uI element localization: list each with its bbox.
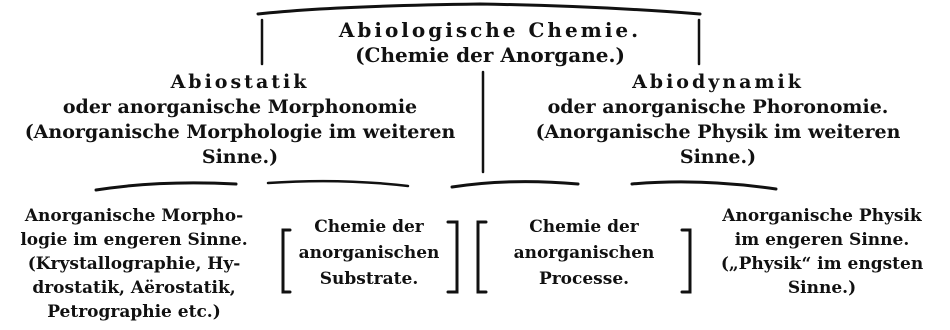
bracket-substrate-right: [446, 220, 459, 294]
abiodynamik-node: Abiodynamik oder anorganische Phoronomie…: [486, 70, 950, 170]
leaf-substrate-line2: anorganischen: [298, 243, 440, 263]
leaf-substrate-line1: Chemie der: [314, 217, 424, 237]
abiostatik-line3: Sinne.): [201, 146, 279, 168]
leaf-morphologie-line4: drostatik, Aërostatik,: [32, 278, 236, 298]
leaf-processe-line2: anorganischen: [513, 243, 655, 263]
bracket-processe-left: [476, 220, 488, 294]
bracket-processe-right: [680, 228, 692, 294]
bracket-substrate-left: [281, 228, 292, 294]
leaf-processe-line1: Chemie der: [529, 217, 639, 237]
abiostatik-title: Abiostatik: [170, 71, 310, 93]
leaf-morphologie-line1: Anorganische Morpho-: [24, 206, 244, 226]
leaf-morphologie-line2: logie im engeren Sinne.: [20, 230, 248, 250]
leaf-morphologie-line5: Petrographie etc.): [47, 302, 221, 322]
swash-2: [266, 179, 410, 188]
leaf-processe-line3: Processe.: [538, 269, 630, 289]
leaf-substrate-line3: Substrate.: [319, 269, 419, 289]
abiostatik-line2: (Anorganische Morphologie im weiteren: [24, 121, 456, 143]
leaf-physik-line2: im engeren Sinne.: [734, 230, 910, 250]
leaf-physik-line3: („Physik“ im engsten: [720, 254, 924, 274]
leaf-physik: Anorganische Physik im engeren Sinne. („…: [694, 204, 950, 300]
leaf-physik-line4: Sinne.): [787, 278, 857, 298]
root-title: Abiologische Chemie.: [338, 18, 642, 42]
root-brace: [256, 2, 702, 16]
abiostatik-node: Abiostatik oder anorganische Morphonomie…: [0, 70, 480, 170]
abiostatik-line1: oder anorganische Morphonomie: [62, 96, 418, 118]
leaf-morphologie: Anorganische Morpho- logie im engeren Si…: [0, 204, 268, 324]
leaf-substrate: Chemie der anorganischen Substrate.: [290, 214, 448, 292]
abiodynamik-line3: Sinne.): [679, 146, 757, 168]
leaf-morphologie-line3: (Krystallographie, Hy-: [27, 254, 241, 274]
abiodynamik-title: Abiodynamik: [632, 71, 804, 93]
leaf-physik-line1: Anorganische Physik: [722, 206, 922, 226]
root-subtitle: (Chemie der Anorgane.): [355, 43, 625, 67]
abiodynamik-line1: oder anorganische Phoronomie.: [547, 96, 889, 118]
root-node: Abiologische Chemie. (Chemie der Anorgan…: [300, 18, 680, 68]
abiodynamik-line2: (Anorganische Physik im weiteren: [535, 121, 901, 143]
swash-3: [450, 180, 580, 189]
leaf-processe: Chemie der anorganischen Processe.: [486, 214, 682, 292]
swash-4: [630, 180, 778, 191]
swash-1: [94, 181, 238, 192]
